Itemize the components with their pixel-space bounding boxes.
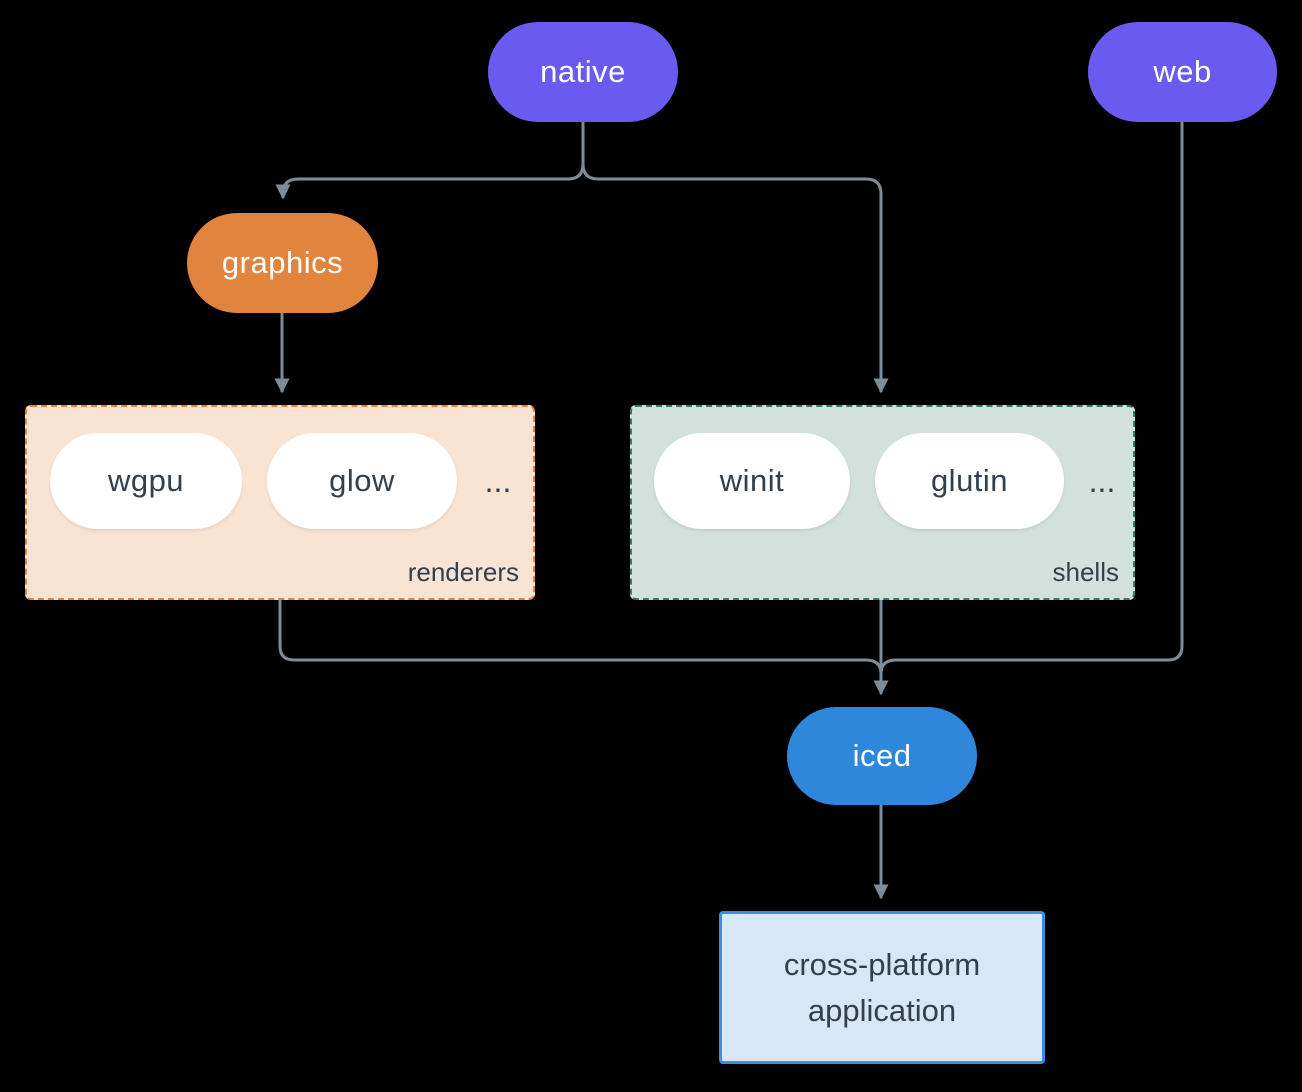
node-web: web xyxy=(1088,22,1277,122)
edge-native-shells xyxy=(581,122,889,394)
renderers-group-label: renderers xyxy=(407,557,519,587)
group-shells: winit glutin ... shells xyxy=(630,405,1135,600)
node-glow: glow xyxy=(267,433,457,529)
shells-ellipsis: ... xyxy=(1088,462,1116,499)
shells-group-label: shells xyxy=(1052,557,1119,587)
node-cross-platform-application: cross-platform application xyxy=(719,911,1045,1064)
node-wgpu: wgpu xyxy=(50,433,242,529)
group-renderers: wgpu glow ... renderers xyxy=(25,405,535,600)
node-glutin: glutin xyxy=(875,433,1064,529)
node-iced: iced xyxy=(787,707,977,805)
node-graphics: graphics xyxy=(187,213,378,313)
node-native: native xyxy=(488,22,678,122)
renderers-ellipsis: ... xyxy=(484,462,512,499)
edge-renderers-merge xyxy=(278,600,883,675)
edge-native-graphics xyxy=(275,122,585,200)
node-winit: winit xyxy=(654,433,850,529)
